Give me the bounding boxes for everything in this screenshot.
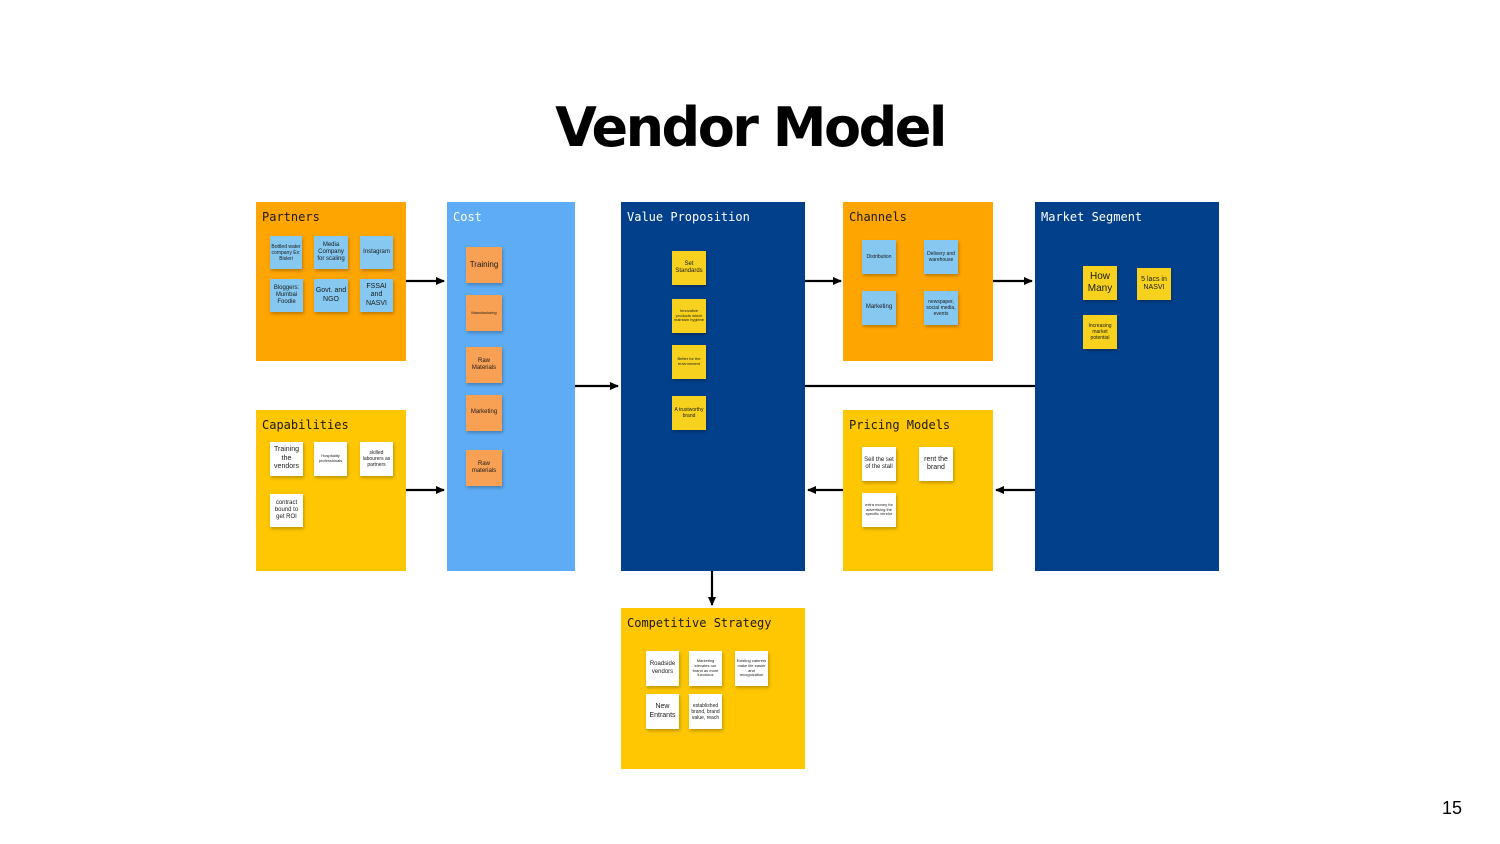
sticky-note[interactable]: Raw materials (466, 450, 502, 486)
sticky-note[interactable]: Marketing elevates our brand as more lux… (689, 651, 722, 686)
cost-title: Cost (453, 210, 482, 224)
value-proposition-panel: Value Proposition Set Standards Innovati… (621, 202, 805, 571)
channels-title: Channels (849, 210, 907, 224)
sticky-note[interactable]: extra money for advertising the specific… (862, 493, 896, 527)
sticky-note[interactable]: Raw Materials (466, 347, 502, 383)
sticky-note[interactable]: Bloggers: Mumbai Foodie (270, 279, 303, 312)
market-segment-panel: Market Segment How Many 5 lacs in NASVI … (1035, 202, 1219, 571)
sticky-note[interactable]: Bottled water company Ex: Bisleri (270, 236, 302, 269)
sticky-note[interactable]: Distribution (862, 240, 896, 274)
sticky-note[interactable]: skilled labourers as partners (360, 442, 393, 476)
sticky-note[interactable]: Media Company for scaling (314, 236, 348, 269)
market-segment-title: Market Segment (1041, 210, 1143, 224)
sticky-note[interactable]: How Many (1083, 266, 1117, 300)
sticky-note[interactable]: New Entrants (646, 694, 679, 729)
value-proposition-title: Value Proposition (627, 210, 750, 224)
sticky-note[interactable]: Delivery and warehouse (924, 240, 958, 274)
competitive-strategy-title: Competitive Strategy (627, 616, 772, 630)
sticky-note[interactable]: Existing caterers make life easier and r… (735, 651, 768, 686)
sticky-note[interactable]: Increasing market potential (1083, 315, 1117, 349)
sticky-note[interactable]: Innovative products which maintain hygie… (672, 299, 706, 333)
sticky-note[interactable]: Marketing (466, 395, 502, 431)
sticky-note[interactable]: FSSAI and NASVI (360, 279, 393, 312)
partners-title: Partners (262, 210, 320, 224)
sticky-note[interactable]: Training (466, 247, 502, 283)
sticky-note[interactable]: rent the brand (919, 447, 953, 481)
sticky-note[interactable]: contract bound to get ROI (270, 494, 303, 527)
sticky-note[interactable]: Manufacturing (466, 295, 502, 331)
capabilities-title: Capabilities (262, 418, 349, 432)
partners-panel: Partners Bottled water company Ex: Bisle… (256, 202, 406, 361)
capabilities-panel: Capabilities Training the vendors Hospit… (256, 410, 406, 571)
sticky-note[interactable]: Govt. and NGO (314, 279, 348, 312)
cost-panel: Cost Training Manufacturing Raw Material… (447, 202, 575, 571)
sticky-note[interactable]: established brand, brand value, reach (689, 694, 722, 729)
sticky-note[interactable]: newspaper, social media, events (924, 291, 958, 325)
sticky-note[interactable]: Better for the environment (672, 345, 706, 379)
competitive-strategy-panel: Competitive Strategy Roadside vendors Ma… (621, 608, 805, 769)
pricing-models-panel: Pricing Models Sell the set of the stall… (843, 410, 993, 571)
pricing-models-title: Pricing Models (849, 418, 951, 432)
sticky-note[interactable]: 5 lacs in NASVI (1137, 268, 1171, 300)
sticky-note[interactable]: Sell the set of the stall (862, 447, 896, 481)
channels-panel: Channels Distribution Delivery and wareh… (843, 202, 993, 361)
sticky-note[interactable]: Roadside vendors (646, 651, 679, 686)
sticky-note[interactable]: Training the vendors (270, 442, 303, 476)
page-number: 15 (1441, 798, 1462, 818)
sticky-note[interactable]: Marketing (862, 291, 896, 325)
sticky-note[interactable]: Instagram (360, 236, 393, 269)
sticky-note[interactable]: Set Standards (672, 251, 706, 285)
sticky-note[interactable]: A trustworthy brand (672, 396, 706, 430)
slide-title: Vendor Model (555, 96, 947, 159)
sticky-note[interactable]: Hospitality professionals (314, 442, 347, 476)
